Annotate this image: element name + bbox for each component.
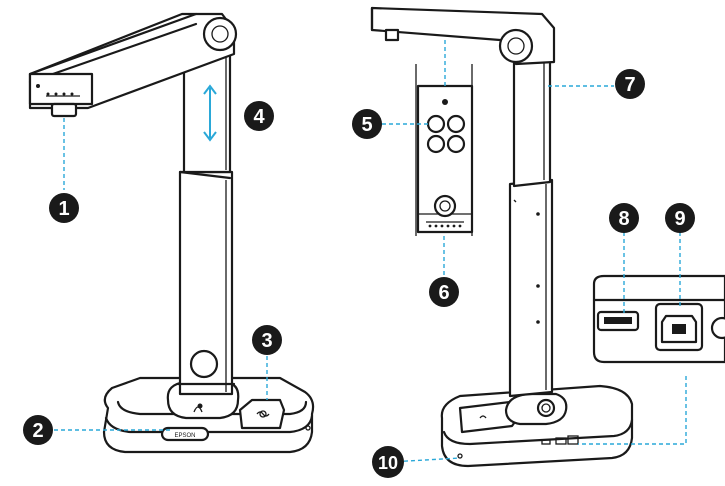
left-base-logo-plate (160, 426, 210, 442)
usb-b-port (654, 302, 704, 352)
right-arm (370, 6, 556, 66)
right-base-port-c (567, 435, 579, 445)
usb-a-port (596, 310, 640, 332)
led-lights (426, 114, 466, 154)
callout-8: 8 (609, 203, 639, 233)
svg-text:10: 10 (378, 453, 398, 473)
port-detail (592, 274, 725, 364)
svg-text:2: 2 (32, 420, 43, 442)
svg-text:3: 3 (261, 330, 272, 352)
callout-2: 2 (23, 415, 53, 445)
left-lens (50, 102, 78, 118)
left-camera: EPSON (28, 12, 315, 454)
right-pillar-knob (536, 398, 556, 418)
callout-4: 4 (244, 101, 274, 131)
svg-text:4: 4 (253, 106, 265, 128)
left-touch-button (238, 398, 286, 430)
left-base-logo: EPSON (174, 433, 195, 439)
right-lower-pillar (508, 178, 554, 398)
svg-text:6: 6 (438, 282, 449, 304)
svg-text:8: 8 (618, 208, 629, 230)
camera-head-detail (415, 64, 474, 236)
callout-1: 1 (49, 193, 79, 223)
callout-badges: 1 2 3 4 5 6 7 8 (23, 69, 695, 478)
right-base (440, 384, 634, 468)
right-base-port-b (555, 437, 567, 445)
svg-text:7: 7 (624, 74, 635, 96)
callout-7: 7 (615, 69, 645, 99)
detail-lens (433, 194, 457, 218)
right-base-port-a (541, 439, 551, 445)
leader-lines (54, 40, 687, 463)
left-pillar-knob (189, 349, 219, 379)
height-adjust-arrow (203, 84, 217, 142)
right-upper-pillar (512, 52, 552, 188)
callout-3: 3 (252, 325, 282, 355)
callout-6: 6 (429, 277, 459, 307)
callout-10: 10 (372, 446, 404, 478)
svg-text:1: 1 (58, 198, 69, 220)
svg-text:9: 9 (674, 208, 685, 230)
callout-9: 9 (665, 203, 695, 233)
left-arm (28, 12, 238, 118)
svg-text:5: 5 (361, 114, 372, 136)
left-hinge (202, 16, 238, 52)
right-hinge (498, 28, 534, 64)
callout-5: 5 (352, 109, 382, 139)
right-camera (370, 6, 725, 468)
left-lower-pillar (176, 170, 236, 396)
right-lens-stub (384, 28, 400, 42)
